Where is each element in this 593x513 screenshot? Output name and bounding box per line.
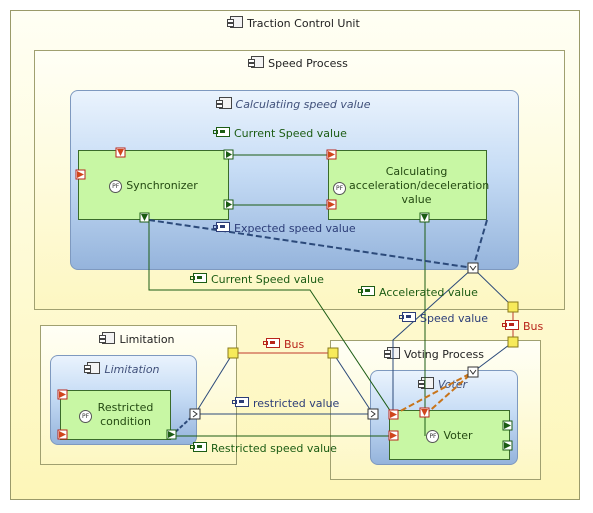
- pf-icon: PF: [109, 179, 123, 193]
- calculating-acceleration-function[interactable]: PF Calculating acceleration/deceleration…: [328, 150, 490, 220]
- exchange-icon: [358, 286, 375, 296]
- bus-icon: [263, 338, 280, 348]
- speed-value-link: [392, 267, 474, 415]
- component-icon: [99, 332, 116, 344]
- function-ports: [57, 147, 513, 451]
- component-icon: [215, 97, 232, 109]
- current-speed-top-label: Current Speed value: [213, 127, 347, 140]
- speed-value-bus-right: [472, 267, 514, 308]
- current-speed-link-mid: [148, 220, 394, 416]
- component-icon: [248, 56, 265, 68]
- component-ports: [189, 262, 479, 420]
- voter-label: Voter: [443, 429, 473, 442]
- expected-speed-dashed: [148, 219, 474, 269]
- component-icon: [384, 347, 401, 359]
- lim-to-bus: [194, 352, 234, 415]
- synchronizer-label: Synchronizer: [126, 179, 198, 192]
- pf-icon: PF: [79, 409, 92, 423]
- restricted-speed-label: Restricted speed value: [190, 442, 337, 455]
- physical-ports: [227, 301, 519, 359]
- exchange-icon: [190, 273, 207, 283]
- restricted-value-label: restricted value: [232, 397, 339, 410]
- speed-value-label: Speed value: [399, 312, 488, 325]
- bus-icon: [502, 320, 519, 330]
- voting-process-title: Voting Process: [404, 348, 484, 361]
- component-icon: [417, 377, 434, 389]
- voter-dashed-b: [424, 371, 474, 416]
- vp-to-voter: [332, 352, 374, 415]
- limitation-title: Limitation: [119, 333, 175, 346]
- expected-speed-label: Expected speed value: [213, 222, 356, 235]
- restricted-condition-function[interactable]: PF Restricted condition: [60, 390, 171, 440]
- current-speed-mid-label: Current Speed value: [190, 273, 324, 286]
- voter-dashed: [392, 371, 474, 416]
- exchange-icon: [213, 127, 230, 137]
- exchange-icon: [232, 397, 249, 407]
- traction-control-unit-title: Traction Control Unit: [247, 17, 360, 30]
- bus-right-label: Bus: [502, 320, 543, 333]
- limitation-inner-title: Limitation: [104, 363, 160, 376]
- exchange-icon: [190, 442, 207, 452]
- restricted-condition-label: Restricted condition: [97, 401, 154, 428]
- speed-process-title: Speed Process: [268, 57, 348, 70]
- calculating-speed-value-title: Calculatiing speed value: [235, 98, 371, 111]
- exchange-icon: [399, 312, 416, 322]
- accelerated-label: Accelerated value: [358, 286, 478, 299]
- pf-icon: PF: [333, 181, 346, 195]
- calc-accel-label: Calculating acceleration/deceleration va…: [349, 165, 490, 206]
- calc-to-voter-dashed: [472, 219, 488, 269]
- pf-icon: PF: [426, 429, 440, 443]
- bus-left-label: Bus: [263, 338, 304, 351]
- component-icon: [227, 16, 244, 28]
- exchange-icon: [213, 222, 230, 232]
- voter-bus-link: [472, 341, 514, 373]
- component-icon: [84, 362, 101, 374]
